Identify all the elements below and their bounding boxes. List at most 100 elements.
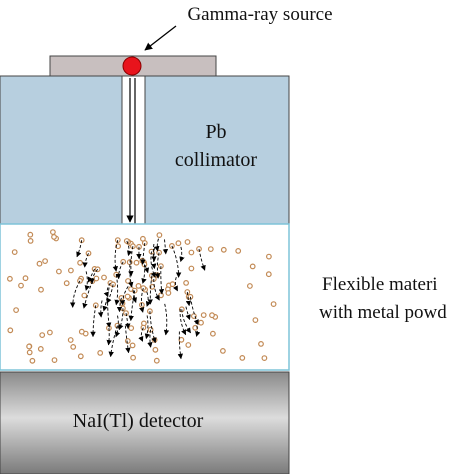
powder-particle xyxy=(56,268,62,275)
powder-particle xyxy=(29,357,36,364)
powder-particle xyxy=(22,275,29,282)
scatter-arrow xyxy=(128,259,134,288)
scatter-arrow xyxy=(150,251,156,278)
powder-particle xyxy=(81,292,88,299)
powder-particle xyxy=(209,312,215,319)
scatter-arrow xyxy=(185,306,191,321)
powder-particle xyxy=(156,232,163,239)
powder-particle xyxy=(258,341,264,347)
powder-particle xyxy=(97,350,104,356)
scatter-arrow xyxy=(108,325,118,358)
powder-particle xyxy=(51,233,57,240)
scatter-arrow xyxy=(112,239,119,272)
scatter-arrow xyxy=(126,240,133,257)
powder-particle xyxy=(270,301,277,308)
powder-particle xyxy=(165,290,172,296)
powder-particle xyxy=(77,259,83,266)
scatter-arrow xyxy=(177,331,183,360)
powder-particle xyxy=(77,353,84,360)
powder-particle xyxy=(51,357,58,364)
powder-particle xyxy=(26,343,33,350)
scatter-arrow xyxy=(131,290,137,304)
scatter-arrow xyxy=(181,309,191,334)
scatter-arrow xyxy=(115,261,124,280)
powder-particle xyxy=(198,319,204,326)
scatter-arrow xyxy=(82,253,89,268)
powder-particle xyxy=(266,253,272,260)
powder-particle xyxy=(78,328,85,335)
powder-particle xyxy=(36,260,43,267)
powder-particle xyxy=(128,325,135,332)
powder-particle xyxy=(124,293,131,300)
scatter-arrow xyxy=(144,315,150,340)
scatter-arrow xyxy=(87,268,96,283)
scatter-arrow xyxy=(198,248,206,271)
powder-particle xyxy=(135,283,142,289)
powder-particle xyxy=(209,330,216,337)
powder-particle xyxy=(130,354,137,361)
scatter-arrow xyxy=(97,300,104,318)
powder-particle xyxy=(13,307,20,314)
powder-particle xyxy=(26,349,33,356)
collimator-label-line2: collimator xyxy=(175,149,258,171)
scatter-arrow xyxy=(172,276,179,292)
powder-particle xyxy=(125,278,131,284)
scatter-arrow xyxy=(103,282,111,298)
powder-particle xyxy=(235,247,242,254)
powder-particle xyxy=(246,283,253,289)
powder-particle xyxy=(67,337,74,343)
powder-particle xyxy=(124,338,131,344)
detector-block xyxy=(0,371,290,474)
scatter-arrow xyxy=(154,252,161,279)
powder-particle xyxy=(153,357,160,364)
powder-particle xyxy=(115,243,121,250)
powder-particle xyxy=(175,240,182,247)
gamma-source-dot xyxy=(122,56,142,76)
scatter-arrow xyxy=(115,315,121,338)
powder-particle xyxy=(38,286,44,293)
scatter-arrow xyxy=(154,238,160,252)
scatter-arrow xyxy=(140,242,146,265)
material-label-line2: with metal powd xyxy=(319,302,447,323)
scatter-arrow xyxy=(179,246,185,263)
scattered-gamma-rays xyxy=(69,238,206,360)
collimator-left-block xyxy=(0,75,123,225)
powder-particle xyxy=(27,237,34,244)
scatter-arrow xyxy=(189,296,199,326)
material-label-line1: Flexible materi xyxy=(322,274,438,295)
powder-particle xyxy=(249,263,256,270)
powder-particle xyxy=(39,332,46,339)
collimator-right-block xyxy=(144,75,290,225)
scatter-arrow xyxy=(76,240,83,258)
powder-particle xyxy=(133,259,140,266)
detector-label: NaI(Tl) detector xyxy=(73,410,204,432)
powder-particle xyxy=(47,329,53,336)
powder-particle xyxy=(220,246,227,253)
powder-particle xyxy=(207,246,214,253)
powder-particle xyxy=(169,281,176,288)
scatter-arrow xyxy=(125,313,131,330)
scatter-arrow xyxy=(90,305,97,338)
scatter-arrow xyxy=(106,284,114,304)
powder-particle xyxy=(70,344,77,350)
powder-particle xyxy=(101,274,107,281)
scatter-arrow xyxy=(82,280,93,309)
scatter-arrow xyxy=(139,287,145,313)
powder-particle xyxy=(63,280,70,287)
scatter-arrow xyxy=(89,269,99,285)
scatter-arrow xyxy=(106,328,112,346)
scatter-arrow xyxy=(145,291,152,307)
powder-particle xyxy=(252,317,259,324)
powder-particle xyxy=(129,342,136,349)
powder-particle xyxy=(152,346,159,353)
powder-particle xyxy=(178,336,185,343)
collimator-label-line1: Pb xyxy=(205,121,226,143)
powder-particle xyxy=(158,292,164,299)
scatter-arrow xyxy=(84,271,90,291)
powder-particle xyxy=(265,271,272,278)
scatter-arrow xyxy=(138,327,144,342)
powder-particle xyxy=(37,346,44,352)
scatter-arrow xyxy=(147,329,153,348)
powder-particle xyxy=(188,249,195,256)
